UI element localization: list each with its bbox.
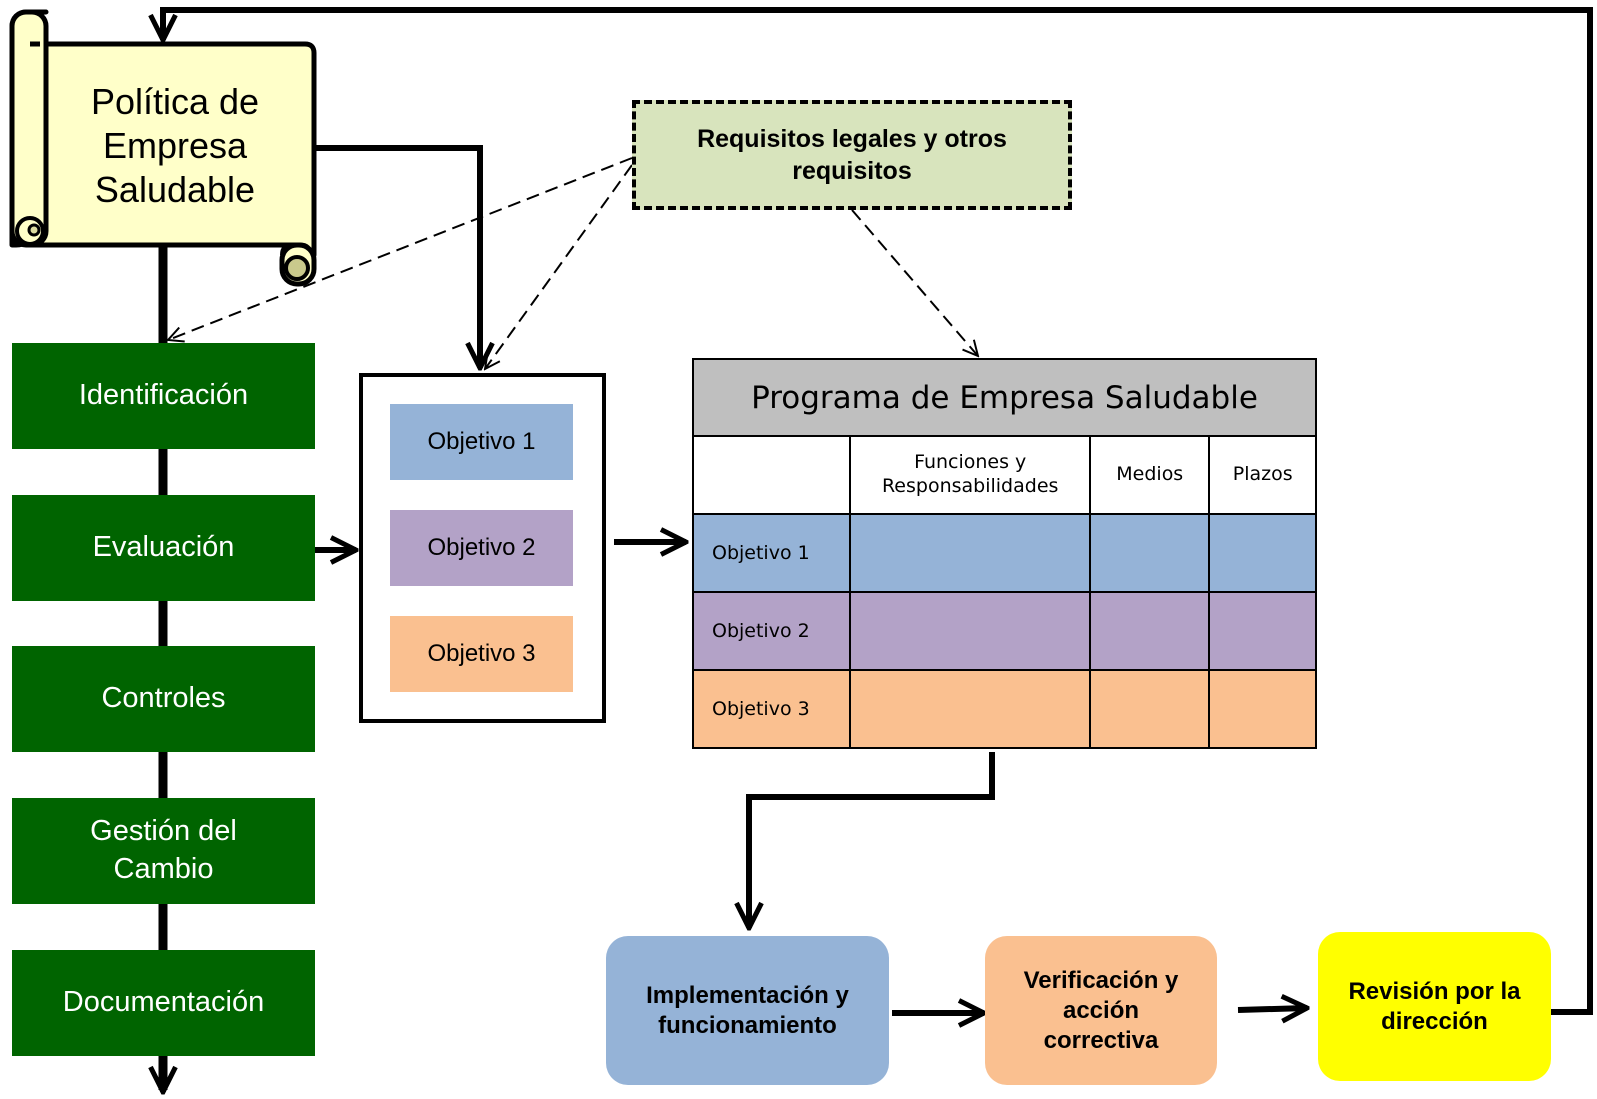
program-table: Programa de Empresa Saludable Funciones …	[691, 358, 1317, 749]
program-cell	[1208, 591, 1317, 671]
process-step-evaluation: Evaluación	[12, 495, 315, 601]
program-header-deadlines: Plazos	[1208, 435, 1317, 515]
policy-scroll-shape	[9, 9, 317, 287]
policy-title: Política de Empresa Saludable	[60, 80, 290, 212]
program-header-blank	[691, 435, 852, 515]
process-step-documentation: Documentación	[12, 950, 315, 1056]
program-cell	[849, 591, 1092, 671]
policy-to-objectives-arrow	[312, 145, 480, 368]
requirements-to-identification-arrow	[168, 157, 633, 340]
requirements-to-objectives-arrow	[485, 164, 633, 369]
program-row-3: Objetivo 3	[691, 669, 1317, 749]
program-cell	[1089, 591, 1211, 671]
program-row-2: Objetivo 2	[691, 591, 1317, 671]
policy-title-line1: Política de	[90, 81, 260, 122]
process-step-change-management: Gestión del Cambio	[12, 798, 315, 904]
feedback-loop-arrow	[163, 7, 1593, 1015]
program-to-implementation-arrow	[749, 752, 995, 928]
program-cell	[1208, 513, 1317, 593]
program-cell	[849, 513, 1092, 593]
program-header-means: Medios	[1089, 435, 1211, 515]
program-cell	[849, 669, 1092, 749]
verification-to-review-arrow	[1237, 1008, 1307, 1010]
objective-2-box: Objetivo 2	[390, 510, 573, 586]
policy-title-line2: Empresa	[102, 124, 248, 166]
process-step-identification: Identificación	[12, 343, 315, 449]
program-header-functions: Funciones y Responsabilidades	[849, 435, 1092, 515]
implementation-box: Implementación y funcionamiento	[606, 936, 889, 1085]
process-step-controls: Controles	[12, 646, 315, 752]
objective-1-box: Objetivo 1	[390, 404, 573, 480]
requirements-box: Requisitos legales y otros requisitos	[632, 100, 1072, 210]
program-cell	[1089, 669, 1211, 749]
review-box: Revisión por la dirección	[1318, 932, 1551, 1081]
program-row-label: Objetivo 1	[691, 513, 852, 593]
program-title: Programa de Empresa Saludable	[692, 358, 1317, 437]
program-row-label: Objetivo 3	[691, 669, 852, 749]
program-row-label: Objetivo 2	[691, 591, 852, 671]
program-cell	[1208, 669, 1317, 749]
objective-3-box: Objetivo 3	[390, 616, 573, 692]
verification-box: Verificación y acción correctiva	[985, 936, 1217, 1085]
program-row-1: Objetivo 1	[691, 513, 1317, 593]
policy-title-line3: Saludable	[94, 168, 256, 210]
requirements-to-program-arrow	[851, 209, 978, 356]
program-cell	[1089, 513, 1211, 593]
